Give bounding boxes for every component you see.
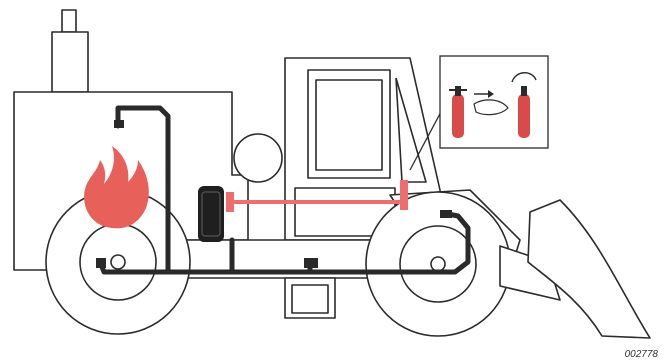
nozzle-transmission xyxy=(304,258,318,268)
agent-tank-icon xyxy=(198,186,224,242)
exhaust-stack xyxy=(52,10,88,92)
nozzle-rear-axle xyxy=(96,258,106,268)
front-wheel xyxy=(366,192,510,336)
air-cleaner xyxy=(234,134,282,182)
dozer-blade xyxy=(500,200,650,338)
figure-code: 002778 xyxy=(625,349,658,360)
nozzle-front-axle xyxy=(440,210,452,218)
nozzle-engine xyxy=(114,120,124,128)
activation-inset xyxy=(440,56,548,148)
